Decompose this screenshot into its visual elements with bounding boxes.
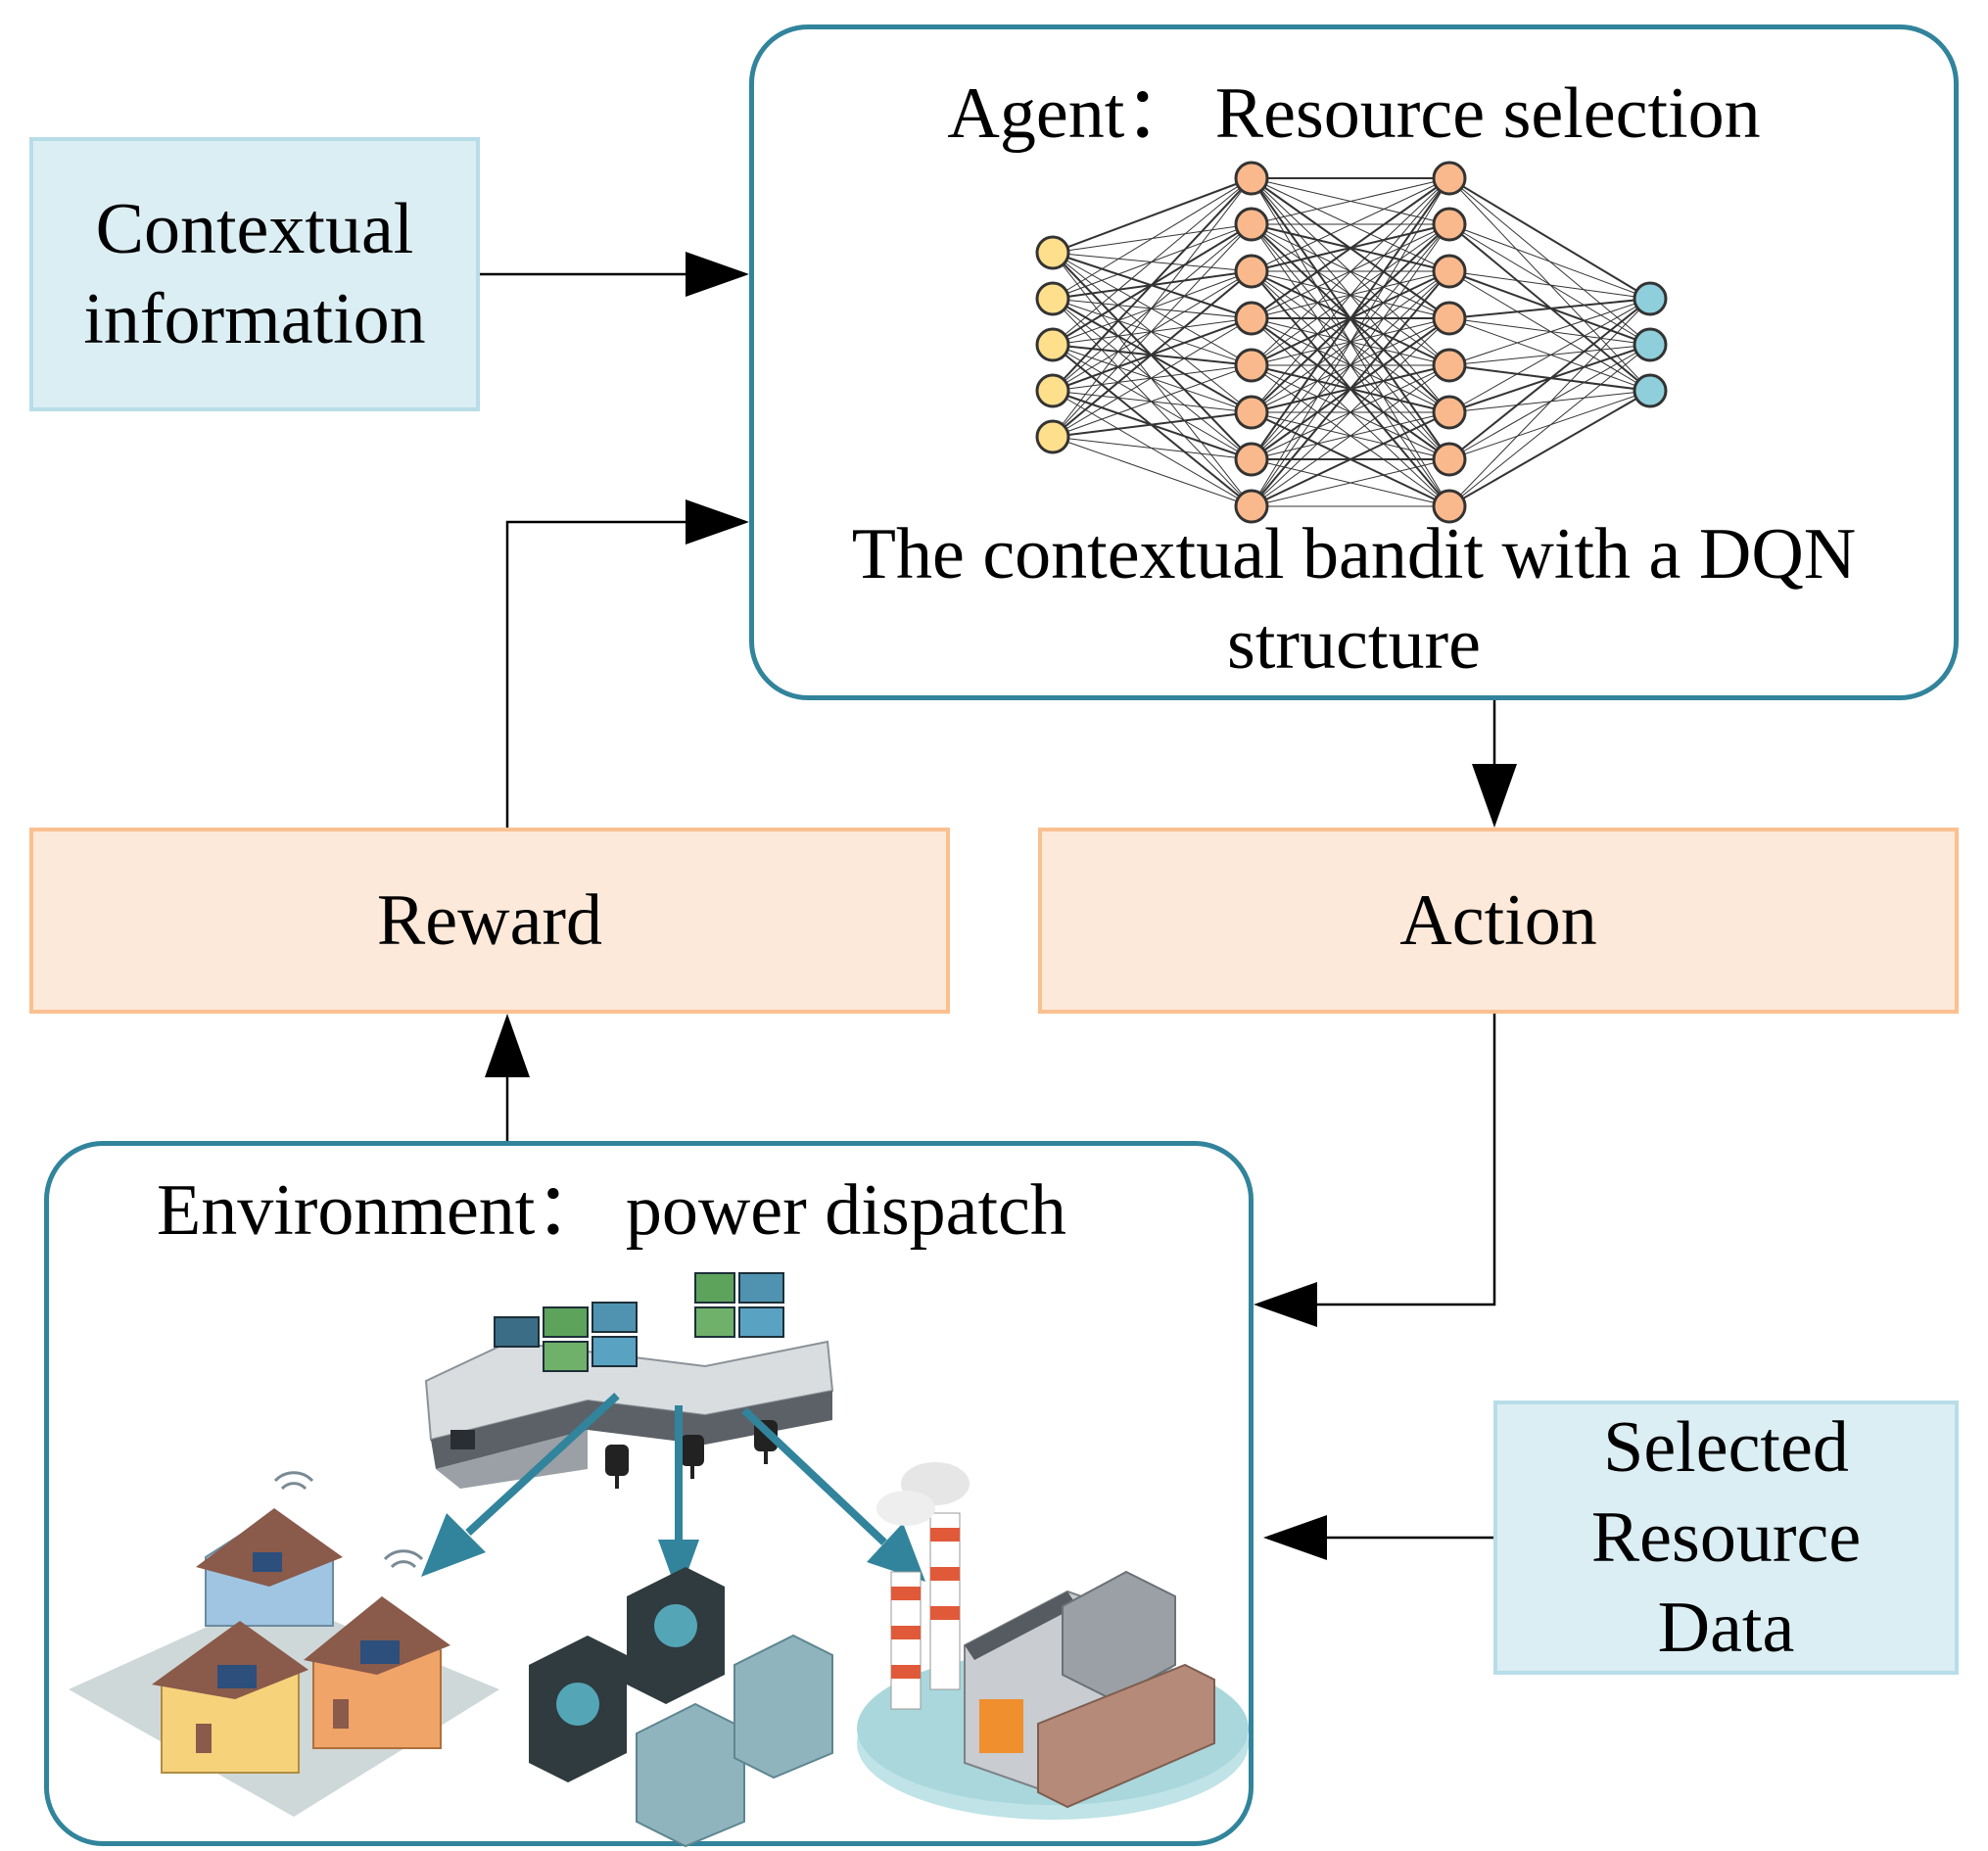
- hidden-node: [1432, 207, 1467, 242]
- output-node: [1633, 373, 1668, 408]
- network-edge: [1052, 270, 1253, 438]
- network-edge: [1052, 436, 1253, 507]
- selected-line1: Selected: [1603, 1407, 1849, 1488]
- arrow-environment-to-reward: [485, 1014, 530, 1141]
- agent-caption-line2: structure: [1227, 604, 1481, 685]
- hidden-node: [1432, 442, 1467, 477]
- agent-caption-line1: The contextual bandit with a DQN: [851, 514, 1857, 594]
- network-edge: [1251, 411, 1450, 507]
- contextual-line1: Contextual: [95, 189, 414, 269]
- network-edge: [1251, 177, 1450, 366]
- input-node: [1035, 419, 1070, 454]
- network-edge: [1448, 270, 1651, 300]
- network-edge: [1052, 177, 1253, 300]
- hidden-node: [1234, 348, 1269, 383]
- arrow-action-to-environment: [1254, 1014, 1496, 1327]
- environment-title: Environment： power dispatch: [157, 1170, 1066, 1251]
- selected-resource-data-box: Selected Resource Data: [1493, 1400, 1959, 1675]
- hidden-node: [1234, 161, 1269, 196]
- reward-box: Reward: [29, 828, 950, 1014]
- arrow-agent-to-action: [1472, 700, 1517, 828]
- hidden-node: [1432, 395, 1467, 430]
- neural-network: [1035, 161, 1668, 524]
- input-node: [1035, 327, 1070, 362]
- agent-caption: The contextual bandit with a DQN structu…: [749, 509, 1959, 689]
- solar-houses-icon: [69, 1471, 499, 1817]
- network-edge: [1052, 177, 1253, 346]
- network-edge: [1052, 223, 1253, 438]
- network-edge: [1251, 177, 1450, 507]
- control-center-icon: [424, 1272, 834, 1489]
- network-edge: [1448, 298, 1651, 366]
- contextual-information-box: Contextual information: [29, 137, 480, 411]
- network-nodes: [1035, 161, 1668, 524]
- network-edge: [1448, 223, 1651, 300]
- contextual-line2: information: [83, 279, 426, 359]
- network-edge: [1251, 364, 1450, 507]
- network-edge: [1251, 317, 1450, 507]
- dispatch-arrows: [421, 1393, 925, 1596]
- network-edge: [1448, 344, 1651, 507]
- network-edge: [1251, 177, 1450, 319]
- hidden-node: [1234, 442, 1269, 477]
- network-edge: [1052, 317, 1253, 438]
- hidden-node: [1234, 301, 1269, 336]
- network-edge: [1251, 458, 1450, 507]
- output-node: [1633, 327, 1668, 362]
- network-edge: [1251, 177, 1450, 225]
- hidden-node: [1234, 489, 1269, 524]
- agent-title: Agent： Resource selection: [947, 73, 1761, 154]
- input-node: [1035, 373, 1070, 408]
- network-edge: [1052, 411, 1253, 438]
- arrow-selected-to-environment: [1263, 1515, 1493, 1560]
- network-edge: [1052, 177, 1253, 438]
- hidden-node: [1234, 395, 1269, 430]
- arrow-reward-to-agent: [505, 499, 749, 828]
- hidden-node: [1432, 161, 1467, 196]
- hidden-node: [1234, 254, 1269, 289]
- hidden-node: [1432, 489, 1467, 524]
- network-edge: [1448, 298, 1651, 413]
- input-node: [1035, 281, 1070, 316]
- hidden-node: [1234, 207, 1269, 242]
- arrow-context-to-agent: [480, 252, 749, 297]
- action-label: Action: [1399, 880, 1597, 961]
- hidden-node: [1432, 254, 1467, 289]
- network-edge: [1251, 177, 1450, 272]
- network-edge: [1448, 298, 1651, 507]
- network-edge: [1052, 364, 1253, 438]
- network-edge: [1448, 298, 1651, 319]
- network-edge: [1448, 390, 1651, 507]
- network-edge: [1251, 177, 1450, 413]
- network-edge: [1251, 223, 1450, 507]
- selected-line2: Resource: [1590, 1497, 1862, 1578]
- network-connections: [1052, 177, 1651, 507]
- generator-icon: [529, 1567, 833, 1848]
- network-edge: [1448, 177, 1651, 300]
- input-node: [1035, 235, 1070, 270]
- action-box: Action: [1038, 828, 1959, 1014]
- network-edge: [1052, 177, 1253, 254]
- output-node: [1633, 281, 1668, 316]
- network-edge: [1251, 177, 1450, 460]
- reward-label: Reward: [376, 880, 603, 961]
- selected-line3: Data: [1657, 1588, 1795, 1668]
- network-edge: [1052, 436, 1253, 460]
- power-plant-icon: [857, 1462, 1249, 1820]
- hidden-node: [1432, 301, 1467, 336]
- network-edge: [1052, 177, 1253, 392]
- hidden-node: [1432, 348, 1467, 383]
- network-edge: [1251, 270, 1450, 507]
- network-edge: [1448, 298, 1651, 460]
